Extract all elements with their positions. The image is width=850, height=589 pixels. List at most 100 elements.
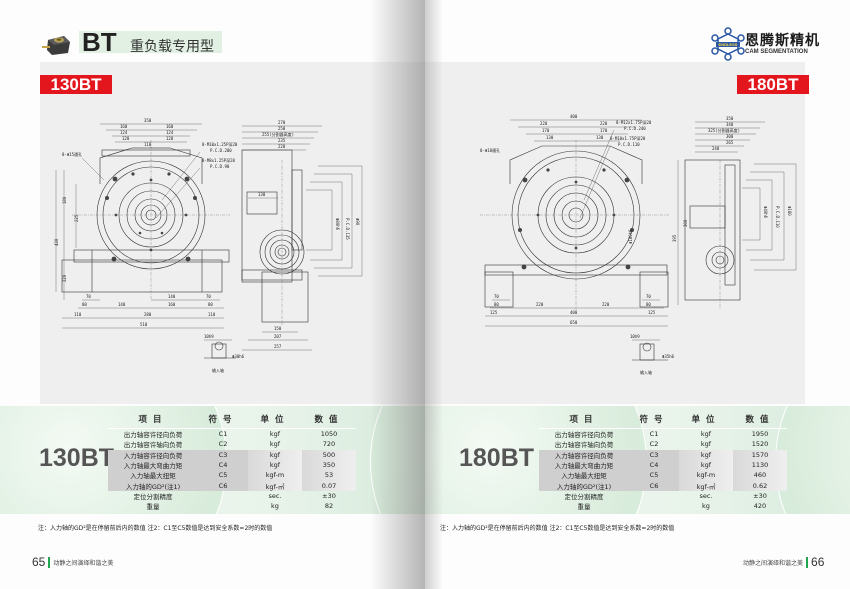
spec-cell-value: 53 — [302, 470, 356, 481]
spec-cell-unit: kgf-m — [248, 470, 302, 481]
page-folio: 动静之间演绎和谐之美 66 — [743, 555, 824, 569]
svg-text:70: 70 — [646, 294, 651, 299]
svg-text:250: 250 — [278, 126, 286, 131]
spec-cell-unit: sec. — [268, 491, 282, 500]
series-header-band — [79, 31, 222, 53]
spec-model-label: 180BT — [459, 444, 535, 472]
svg-text:220: 220 — [62, 274, 67, 282]
svg-text:120: 120 — [122, 136, 130, 141]
spec-cell-unit: kgf — [700, 430, 712, 439]
svg-text:125: 125 — [648, 310, 656, 315]
bolt-holes — [105, 172, 197, 262]
svg-text:430: 430 — [54, 238, 59, 246]
svg-text:395: 395 — [672, 234, 677, 242]
spec-cell-symbol: C2 — [649, 440, 659, 449]
spec-cell-unit: kg — [702, 502, 710, 511]
svg-text:510: 510 — [140, 322, 148, 327]
spec-cell-symbol: C6 — [198, 480, 248, 491]
col-header-value: 数值 — [302, 412, 356, 429]
svg-text:8-Φ18通孔: 8-Φ18通孔 — [480, 147, 500, 153]
spec-cell-value: 460 — [733, 470, 787, 481]
spec-cell-item: 入力轴的GD²(注1) — [539, 480, 629, 491]
spec-cell-item: 入力轴最大弯曲力矩 — [108, 459, 198, 471]
svg-text:225: 225 — [74, 214, 79, 222]
svg-text:8-M10x1.75P深20: 8-M10x1.75P深20 — [610, 135, 646, 141]
spec-cell-unit: kgf — [700, 440, 712, 449]
col-header-symbol: 符号 — [198, 412, 248, 429]
col-header-unit: 单位 — [248, 412, 302, 429]
svg-text:160: 160 — [120, 124, 128, 129]
svg-text:220: 220 — [536, 302, 544, 307]
input-shaft-detail-180bt: 10h9 Φ35h6 输入轴 — [630, 334, 675, 375]
spec-cell-value: 500 — [302, 449, 356, 460]
side-view-130bt: 270 250 255(分割器高度) 235 220 130 Φ80h6 P.C… — [241, 120, 363, 351]
spec-cell-item: 重量 — [146, 503, 160, 512]
svg-text:220: 220 — [540, 121, 548, 126]
svg-text:110: 110 — [208, 312, 216, 317]
spec-cell-unit: kgf — [679, 459, 733, 471]
svg-text:P.C.D.200: P.C.D.200 — [210, 148, 232, 153]
spec-cell-value: 1130 — [733, 459, 787, 471]
spec-cell-item: 重量 — [577, 503, 591, 512]
spec-cell-value: 1950 — [751, 430, 769, 439]
svg-text:Φ180: Φ180 — [787, 206, 792, 216]
spec-cell-unit: sec. — [699, 491, 713, 500]
spec-cell-item: 入力轴最大弯曲力矩 — [539, 459, 629, 471]
cam-indexer-product-icon — [42, 36, 70, 55]
svg-text:180: 180 — [62, 196, 67, 204]
col-header-item: 项目 — [539, 412, 629, 429]
svg-text:120: 120 — [166, 136, 174, 141]
spec-cell-item: 定位分割精度 — [133, 492, 173, 501]
svg-text:8-M8x1.25P深20: 8-M8x1.25P深20 — [202, 157, 235, 163]
svg-text:220: 220 — [600, 121, 608, 126]
svg-text:350: 350 — [726, 116, 734, 121]
svg-text:325(分割器高度): 325(分割器高度) — [708, 127, 740, 133]
svg-text:240: 240 — [712, 146, 720, 151]
svg-text:130: 130 — [596, 135, 604, 140]
spec-cell-value: ±30 — [753, 491, 767, 500]
spec-cell-symbol: C4 — [629, 459, 679, 471]
svg-text:8-Φ15通孔: 8-Φ15通孔 — [62, 151, 82, 157]
spec-cell-unit: kgf — [248, 459, 302, 471]
svg-text:130: 130 — [258, 192, 266, 197]
series-code: BT — [82, 27, 117, 57]
svg-text:Φ80h6: Φ80h6 — [335, 218, 340, 231]
svg-text:Φ90: Φ90 — [355, 218, 360, 226]
spec-cell-unit: kgf-㎡ — [679, 480, 733, 491]
svg-text:140: 140 — [168, 294, 176, 299]
spec-model-label: 130BT — [39, 444, 115, 472]
spec-cell-symbol — [629, 491, 679, 501]
spec-cell-item: 入力轴最大扭矩 — [539, 470, 629, 481]
col-header-unit: 单位 — [679, 412, 733, 429]
spec-cell-symbol: C3 — [629, 449, 679, 460]
svg-text:110: 110 — [74, 312, 82, 317]
bolt-holes — [518, 168, 634, 270]
svg-text:140: 140 — [118, 302, 126, 307]
footnote: 注：入力轴的GD²是在停留前后内的数值 注2：C1至C5数值是达到安全系数=2时… — [440, 525, 675, 532]
svg-text:10h9: 10h9 — [204, 334, 214, 339]
drawing-panel-180bt — [425, 62, 805, 404]
svg-text:10h9: 10h9 — [630, 334, 640, 339]
svg-text:70: 70 — [206, 294, 211, 299]
svg-text:Φ180h6: Φ180h6 — [628, 229, 633, 244]
svg-text:650: 650 — [570, 320, 578, 325]
svg-text:220: 220 — [278, 144, 286, 149]
svg-text:160: 160 — [168, 302, 176, 307]
svg-text:P.C.D.90: P.C.D.90 — [210, 164, 230, 169]
svg-text:70: 70 — [494, 294, 499, 299]
svg-text:P.C.D.110: P.C.D.110 — [775, 206, 780, 228]
folio-divider — [48, 556, 51, 568]
svg-text:110: 110 — [144, 142, 152, 147]
svg-text:P.C.D.240: P.C.D.240 — [624, 126, 646, 131]
page-number: 65 — [32, 555, 46, 569]
